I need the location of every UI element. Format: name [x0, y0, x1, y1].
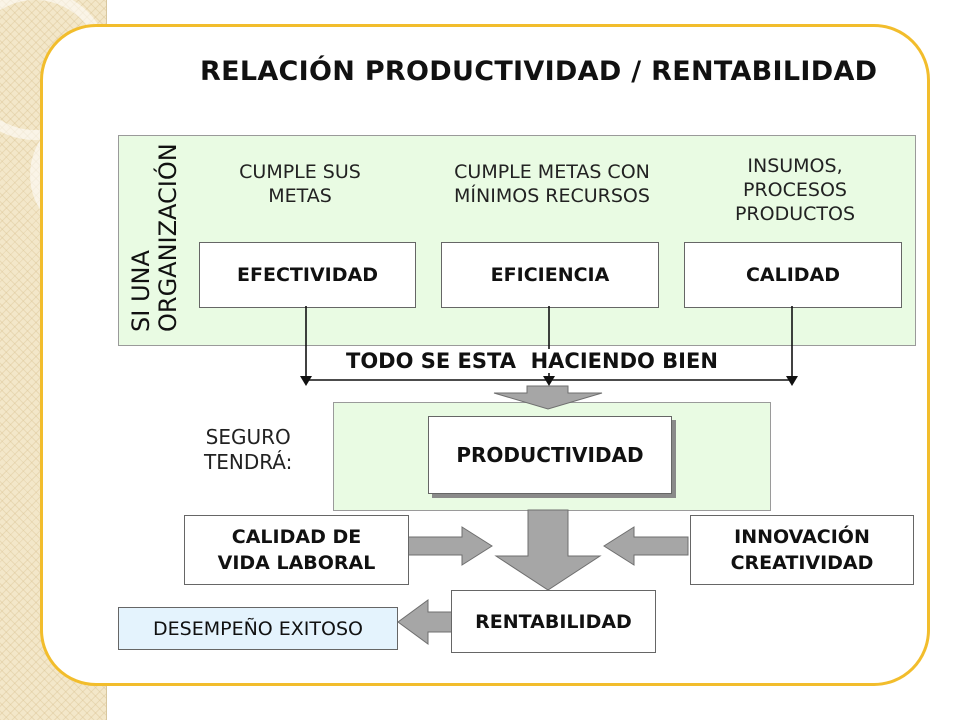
box-eficiencia: EFICIENCIA [441, 242, 659, 308]
diagram-title: RELACIÓN PRODUCTIVIDAD / RENTABILIDAD [200, 56, 878, 87]
box-innovacion-creatividad: INNOVACIÓN CREATIVIDAD [690, 515, 914, 585]
box-calidad: CALIDAD [684, 242, 902, 308]
merge-label: TODO SE ESTA HACIENDO BIEN [340, 349, 724, 373]
caption-eficiencia: CUMPLE METAS CON MÍNIMOS RECURSOS [454, 161, 650, 207]
organization-panel [118, 135, 916, 346]
box-efectividad: EFECTIVIDAD [199, 242, 416, 308]
caption-calidad: INSUMOS, PROCESOS PRODUCTOS [734, 155, 856, 225]
caption-efectividad: CUMPLE SUS METAS [239, 161, 361, 207]
seguro-label: SEGURO TENDRÁ: [204, 425, 293, 474]
box-desempeno-exitoso: DESEMPEÑO EXITOSO [118, 607, 398, 650]
box-productividad: PRODUCTIVIDAD [428, 416, 672, 494]
box-rentabilidad: RENTABILIDAD [451, 590, 656, 653]
box-calidad-vida-laboral: CALIDAD DE VIDA LABORAL [184, 515, 409, 585]
